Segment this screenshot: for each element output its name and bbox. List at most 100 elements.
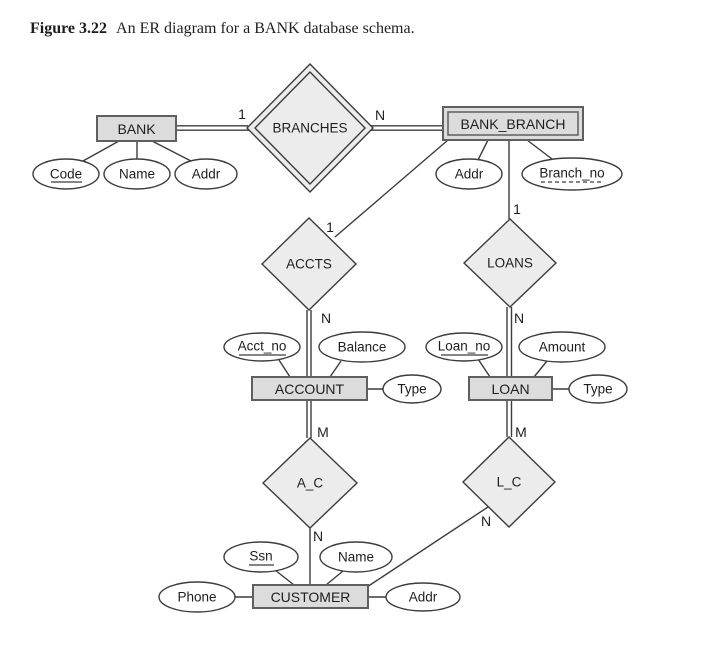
attribute-bankbranch-addr-oval (435, 158, 503, 190)
attribute-bankbranch-branchno: Branch_no (521, 157, 623, 191)
attribute-bank-code: Code (32, 158, 100, 190)
figure-caption-text: An ER diagram for a BANK database schema… (116, 20, 415, 37)
cardinality-lc-customer: N (481, 513, 491, 529)
attribute-customer-addr: Addr (385, 582, 461, 612)
relationship-a-c: A_C (261, 437, 359, 529)
relationship-l-c-label: L_C (497, 475, 522, 490)
attribute-bank-name: Name (103, 158, 171, 190)
entity-bank-branch: BANK_BRANCH (442, 106, 584, 141)
attribute-customer-name-oval (319, 541, 393, 573)
relationship-branches-outer-diamond (246, 63, 374, 193)
attribute-loan-type: Type (568, 374, 628, 404)
relationship-branches-inner-diamond (254, 71, 366, 185)
cardinality-bank-branches: 1 (238, 106, 246, 122)
attribute-loan-amount: Amount (518, 331, 606, 363)
attribute-loan-amount-oval (518, 331, 606, 363)
attribute-bank-addr-oval (174, 158, 238, 190)
attribute-customer-ssn: Ssn (223, 541, 299, 573)
attribute-customer-ssn-oval (223, 541, 299, 573)
attribute-customer-addr-oval (385, 582, 461, 612)
cardinality-bankbranch-loans: 1 (513, 201, 521, 217)
attr-line-account-balance (329, 360, 342, 378)
relationship-branches: BRANCHES (246, 63, 374, 193)
attr-line-customer-name (325, 570, 344, 586)
attr-line-customer-ssn (274, 569, 295, 586)
attr-line-bankbranch-branchno (526, 139, 553, 160)
attribute-customer-addr-label: Addr (409, 590, 438, 605)
attribute-loan-amount-label: Amount (539, 340, 586, 355)
relationship-loans-diamond (462, 218, 558, 308)
attribute-loan-loanno: Loan_no (425, 332, 503, 362)
entity-account-label: ACCOUNT (275, 381, 345, 397)
attribute-account-acctno-label: Acct_no (238, 339, 287, 354)
entity-bank-box (96, 115, 177, 142)
relationship-a-c-diamond (261, 437, 359, 529)
relationship-loans: LOANS (462, 218, 558, 308)
entity-loan-box (468, 376, 553, 401)
entity-bank-branch-inner-box (447, 111, 579, 136)
attribute-customer-name-label: Name (338, 550, 374, 565)
attribute-customer-name: Name (319, 541, 393, 573)
attribute-bankbranch-addr: Addr (435, 158, 503, 190)
entity-customer-label: CUSTOMER (271, 589, 351, 605)
relationship-branches-label: BRANCHES (272, 121, 347, 136)
entity-customer: CUSTOMER (252, 584, 369, 609)
attribute-loan-loanno-oval (425, 332, 503, 362)
entity-account: ACCOUNT (251, 376, 368, 401)
entity-bank-branch-label: BANK_BRANCH (460, 116, 565, 132)
attribute-customer-ssn-label: Ssn (249, 549, 272, 564)
cardinality-bankbranch-accts: 1 (326, 219, 334, 235)
figure-caption: Figure 3.22 An ER diagram for a BANK data… (30, 20, 415, 38)
cardinality-account-ac: M (317, 424, 329, 440)
cardinality-loans-loan: N (514, 310, 524, 326)
relationship-accts-label: ACCTS (286, 257, 332, 272)
entity-customer-box (252, 584, 369, 609)
cardinality-loan-lc: M (515, 424, 527, 440)
entity-bank-label: BANK (117, 121, 156, 137)
entity-loan-label: LOAN (491, 381, 529, 397)
cardinality-branches-bankbranch: N (375, 107, 385, 123)
attribute-account-type: Type (382, 374, 442, 404)
edges (82, 125, 570, 598)
attribute-bankbranch-addr-label: Addr (455, 167, 484, 182)
attribute-bank-code-oval (32, 158, 100, 190)
attribute-account-balance: Balance (318, 331, 406, 363)
attr-line-bankbranch-addr (477, 139, 489, 161)
attr-line-loan-loanno (477, 358, 491, 378)
attr-line-loan-amount (533, 360, 548, 378)
attribute-customer-phone: Phone (158, 581, 236, 613)
cardinality-accts-account: N (321, 310, 331, 326)
attribute-bank-name-label: Name (119, 167, 155, 182)
attr-line-bank-code (82, 140, 120, 162)
attribute-bank-code-label: Code (50, 167, 82, 182)
attribute-account-balance-oval (318, 331, 406, 363)
attribute-loan-type-oval (568, 374, 628, 404)
attribute-loan-type-label: Type (583, 382, 612, 397)
attribute-customer-phone-label: Phone (177, 590, 216, 605)
edge-lc-customer-line (366, 506, 489, 588)
attribute-bank-name-oval (103, 158, 171, 190)
cardinality-ac-customer: N (313, 528, 323, 544)
attribute-account-acctno-oval (223, 332, 301, 362)
cardinality-labels: 1 N 1 1 N N M M N N (238, 106, 527, 544)
relationship-l-c-diamond (461, 436, 557, 528)
figure-number: Figure 3.22 (30, 20, 108, 37)
attribute-account-acctno: Acct_no (223, 332, 301, 362)
attribute-bankbranch-branchno-label: Branch_no (539, 166, 604, 181)
attr-line-bank-addr (151, 140, 192, 162)
relationship-a-c-label: A_C (297, 476, 324, 491)
relationship-l-c: L_C (461, 436, 557, 528)
relationship-accts-diamond (260, 217, 358, 311)
attribute-loan-loanno-label: Loan_no (438, 339, 491, 354)
attribute-bank-addr-label: Addr (192, 167, 221, 182)
attribute-bank-addr: Addr (174, 158, 238, 190)
attr-line-account-acctno (278, 359, 291, 378)
attribute-customer-phone-oval (158, 581, 236, 613)
attribute-account-type-oval (382, 374, 442, 404)
relationship-loans-label: LOANS (487, 256, 533, 271)
entity-bank: BANK (96, 115, 177, 142)
attribute-account-type-label: Type (397, 382, 426, 397)
attribute-account-balance-label: Balance (338, 340, 387, 355)
